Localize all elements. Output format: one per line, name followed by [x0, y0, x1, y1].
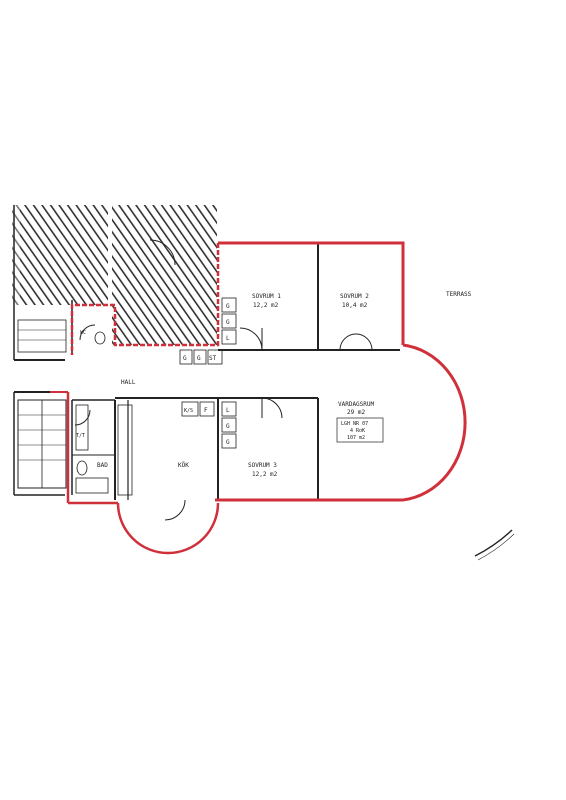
closet-label: ST	[209, 355, 217, 362]
closets-sovrum3: L G G	[221, 401, 237, 449]
apartment-outline	[50, 241, 467, 555]
closet-label: L	[226, 335, 230, 342]
room-area: 29 m2	[347, 409, 365, 416]
room-name: VARDAGSRUM	[338, 401, 375, 408]
room-name: SOVRUM 1	[252, 293, 281, 300]
apartment-area: 107 m2	[347, 435, 365, 441]
kitchen-unit-label: F	[204, 407, 208, 414]
closets-hall: G G ST	[179, 349, 223, 365]
closet-label: G	[226, 319, 230, 326]
terrace-edge	[474, 529, 513, 557]
room-area: 12,2 m2	[252, 471, 278, 478]
room-name: SOVRUM 3	[248, 462, 277, 469]
closet-label: L	[226, 407, 230, 414]
room-name: SOVRUM 2	[340, 293, 369, 300]
apartment-info-box	[336, 417, 384, 443]
closet-label: G	[226, 439, 230, 446]
doors	[74, 239, 373, 521]
closets-sovrum1: G G L	[221, 297, 237, 345]
room-name: BAD	[97, 462, 108, 469]
room-name: HALL	[121, 379, 136, 386]
apartment-number: LGH NR 07	[341, 421, 368, 427]
closet-label: G	[226, 423, 230, 430]
bathroom-fixtures	[75, 331, 109, 494]
room-area: 12,2 m2	[253, 302, 279, 309]
hatched-area	[12, 205, 217, 345]
kitchen-unit-label: K/S	[184, 408, 193, 414]
closet-label: G	[226, 303, 230, 310]
closet-label: G	[197, 355, 201, 362]
kitchen-units: K/S F	[117, 401, 215, 496]
walls	[13, 205, 400, 500]
closet-label: G	[183, 355, 187, 362]
room-name: KÖK	[178, 462, 189, 469]
room-name: T/T	[76, 433, 85, 439]
room-name: WC	[80, 330, 86, 336]
apartment-rooms: 4 RoK	[350, 428, 365, 434]
room-area: 10,4 m2	[342, 302, 368, 309]
terrace-label: TERRASS	[446, 291, 472, 298]
